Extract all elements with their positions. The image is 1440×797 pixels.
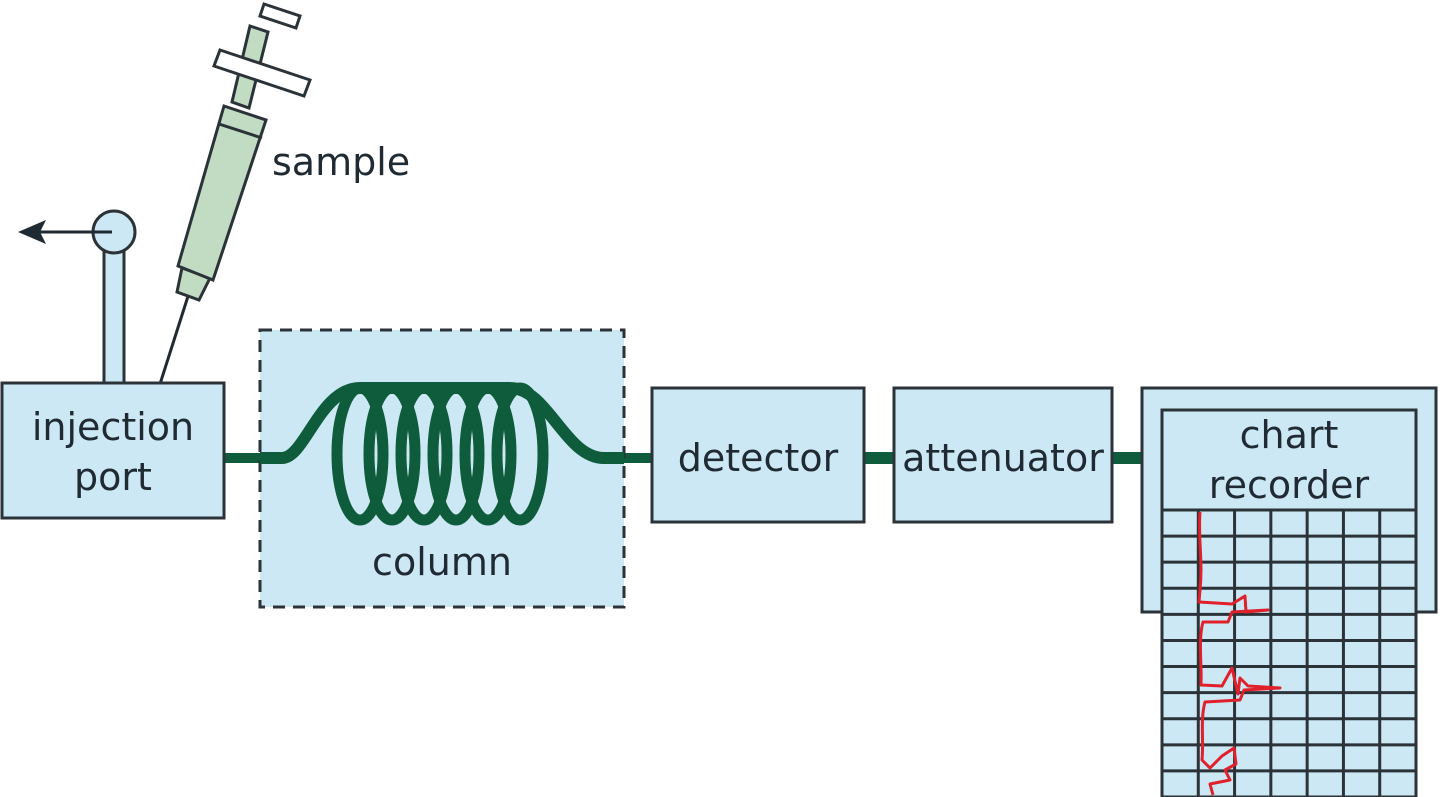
injection-port-label-line1: injection [32, 405, 194, 449]
column-coil-loop [491, 382, 549, 526]
column-coil-loop [363, 382, 421, 526]
injection-port: injection port [0, 381, 226, 520]
column-coil-loop [459, 382, 517, 526]
column-coil-loop [427, 382, 485, 526]
injection-port-box [0, 381, 226, 520]
vent-pipe [102, 248, 126, 384]
attenuator: attenuator [892, 386, 1114, 524]
attenuator-box [892, 386, 1114, 524]
detector: detector [650, 386, 866, 524]
column-coil [260, 382, 624, 526]
sample-label: sample [272, 140, 410, 184]
syringe-barrel [176, 104, 268, 282]
vent-arrow-head-icon [18, 220, 46, 244]
syringe: sample [158, 2, 410, 385]
chart-recorder-label-line2: recorder [1209, 463, 1370, 507]
detector-label: detector [678, 436, 839, 480]
chart-recorder-label-line1: chart [1240, 413, 1339, 457]
column-oven: column [258, 328, 626, 609]
chart-recorder-inner-panel [1160, 408, 1418, 512]
chart-paper-background [1160, 508, 1418, 797]
detector-box [650, 386, 866, 524]
chart-paper [1160, 508, 1418, 797]
injection-port-label-line2: port [74, 455, 152, 499]
column-coil-loop [331, 382, 389, 526]
column-coil-loop [395, 382, 453, 526]
vent-assembly [18, 209, 137, 384]
column-label: column [372, 540, 512, 584]
chromatogram-trace [1197, 511, 1282, 796]
chart-recorder: chart recorder [1140, 386, 1438, 797]
syringe-plunger-mark [218, 122, 263, 140]
syringe-plunger-head [258, 2, 302, 30]
attenuator-label: attenuator [902, 436, 1104, 480]
syringe-needle [158, 289, 192, 385]
syringe-finger-flange [212, 48, 312, 98]
